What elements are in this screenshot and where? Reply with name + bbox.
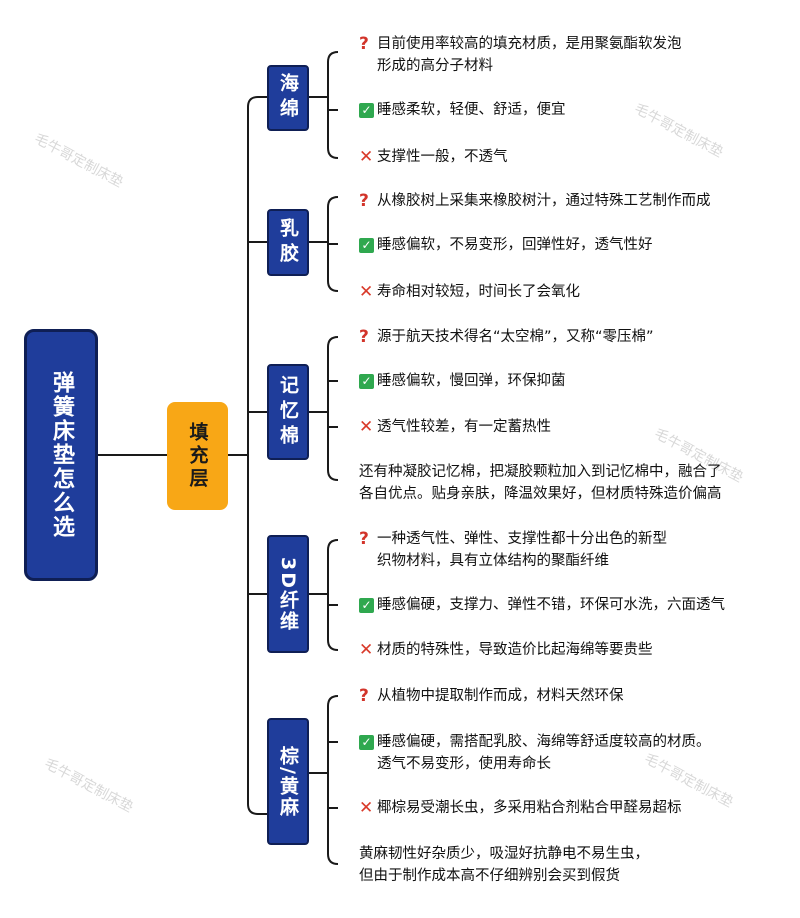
item-cons: ✕ 透气性较差，有一定蓄热性 xyxy=(359,416,551,438)
category-label: 棕/黄麻 xyxy=(277,745,299,818)
item-text: 一种透气性、弹性、支撑性都十分出色的新型 织物材料，具有立体结构的聚酯纤维 xyxy=(377,531,667,569)
question-icon: ? xyxy=(359,686,369,706)
item-cons: ✕ 寿命相对较短，时间长了会氧化 xyxy=(359,281,580,303)
item-pros: ✓ 睡感偏软，不易变形，回弹性好，透气性好 xyxy=(359,234,653,256)
filling-layer-node: 填充层 xyxy=(167,402,228,510)
question-icon: ? xyxy=(359,191,369,211)
item-text: 睡感柔软，轻便、舒适，便宜 xyxy=(377,102,566,118)
question-icon: ? xyxy=(359,327,369,347)
item-text: 黄麻韧性好杂质少，吸湿好抗静电不易生虫， 但由于制作成本高不仔细辨别会买到假货 xyxy=(359,846,649,884)
category-sponge: 海绵 xyxy=(267,65,309,131)
root-title: 弹簧床垫怎么选 xyxy=(49,371,74,539)
item-text: 睡感偏硬，支撑力、弹性不错，环保可水洗，六面透气 xyxy=(377,597,725,613)
question-icon: ? xyxy=(359,529,369,549)
item-text: 睡感偏软，不易变形，回弹性好，透气性好 xyxy=(377,237,653,253)
item-text: 支撑性一般，不透气 xyxy=(377,149,508,165)
item-text: 透气性较差，有一定蓄热性 xyxy=(377,419,551,435)
filling-layer-label: 填充层 xyxy=(186,421,209,491)
item-pros: ✓ 睡感偏软，慢回弹，环保抑菌 xyxy=(359,370,566,392)
check-icon: ✓ xyxy=(359,735,374,750)
item-cons: ✕ 支撑性一般，不透气 xyxy=(359,146,508,168)
item-text: 睡感偏软，慢回弹，环保抑菌 xyxy=(377,373,566,389)
item-description: ? 从植物中提取制作而成，材料天然环保 xyxy=(359,685,624,707)
cross-icon: ✕ xyxy=(359,282,374,302)
item-pros: ✓ 睡感偏硬，支撑力、弹性不错，环保可水洗，六面透气 xyxy=(359,594,725,616)
item-pros: ✓ 睡感偏硬，需搭配乳胶、海绵等舒适度较高的材质。 透气不易变形，使用寿命长 xyxy=(359,731,711,775)
check-icon: ✓ xyxy=(359,598,374,613)
item-text: 睡感偏硬，需搭配乳胶、海绵等舒适度较高的材质。 透气不易变形，使用寿命长 xyxy=(377,734,711,772)
item-description: ? 从橡胶树上采集来橡胶树汁，通过特殊工艺制作而成 xyxy=(359,190,711,212)
check-icon: ✓ xyxy=(359,103,374,118)
item-text: 还有种凝胶记忆棉，把凝胶颗粒加入到记忆棉中，融合了 各自优点。贴身亲肤，降温效果… xyxy=(359,464,722,502)
category-label: 3D纤维 xyxy=(277,556,299,632)
item-cons: ✕ 椰棕易受潮长虫，多采用粘合剂粘合甲醛易超标 xyxy=(359,797,682,819)
item-text: 寿命相对较短，时间长了会氧化 xyxy=(377,284,580,300)
item-cons: ✕ 材质的特殊性，导致造价比起海绵等要贵些 xyxy=(359,639,653,661)
check-icon: ✓ xyxy=(359,238,374,253)
item-text: 源于航天技术得名“太空棉”，又称“零压棉” xyxy=(377,329,654,345)
root-node: 弹簧床垫怎么选 xyxy=(24,329,98,581)
item-description: ? 一种透气性、弹性、支撑性都十分出色的新型 织物材料，具有立体结构的聚酯纤维 xyxy=(359,528,667,572)
category-label: 海绵 xyxy=(277,73,299,123)
item-text: 从植物中提取制作而成，材料天然环保 xyxy=(377,688,624,704)
cross-icon: ✕ xyxy=(359,417,374,437)
category-3d-fiber: 3D纤维 xyxy=(267,535,309,653)
category-label: 记忆棉 xyxy=(277,374,299,450)
category-memory-foam: 记忆棉 xyxy=(267,364,309,460)
category-label: 乳胶 xyxy=(277,217,299,268)
question-icon: ? xyxy=(359,34,369,54)
item-text: 椰棕易受潮长虫，多采用粘合剂粘合甲醛易超标 xyxy=(377,800,682,816)
check-icon: ✓ xyxy=(359,374,374,389)
cross-icon: ✕ xyxy=(359,147,374,167)
item-description: ? 目前使用率较高的填充材质，是用聚氨酯软发泡 形成的高分子材料 xyxy=(359,33,682,77)
item-text: 目前使用率较高的填充材质，是用聚氨酯软发泡 形成的高分子材料 xyxy=(377,36,682,74)
cross-icon: ✕ xyxy=(359,798,374,818)
item-text: 从橡胶树上采集来橡胶树汁，通过特殊工艺制作而成 xyxy=(377,193,711,209)
item-description: ? 源于航天技术得名“太空棉”，又称“零压棉” xyxy=(359,326,654,348)
category-latex: 乳胶 xyxy=(267,209,309,276)
item-note: 还有种凝胶记忆棉，把凝胶颗粒加入到记忆棉中，融合了 各自优点。贴身亲肤，降温效果… xyxy=(359,461,722,505)
item-note: 黄麻韧性好杂质少，吸湿好抗静电不易生虫， 但由于制作成本高不仔细辨别会买到假货 xyxy=(359,843,649,887)
item-pros: ✓ 睡感柔软，轻便、舒适，便宜 xyxy=(359,99,566,121)
cross-icon: ✕ xyxy=(359,640,374,660)
category-palm-jute: 棕/黄麻 xyxy=(267,718,309,845)
item-text: 材质的特殊性，导致造价比起海绵等要贵些 xyxy=(377,642,653,658)
